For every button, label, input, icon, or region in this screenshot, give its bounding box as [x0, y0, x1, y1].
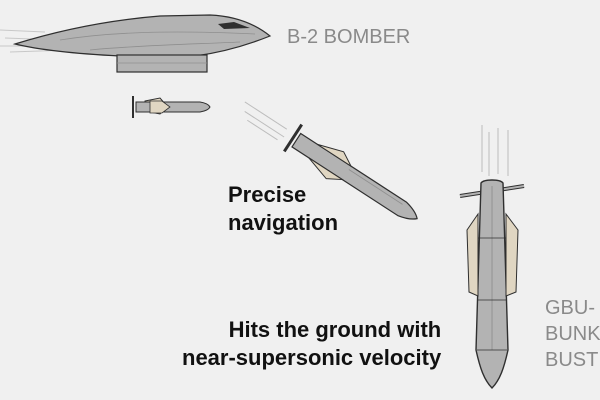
bunker-line-3: BUST [545, 349, 599, 371]
precise-line-1: Precise [228, 182, 307, 207]
b2-bomber-icon [0, 14, 272, 73]
bomber-body [12, 14, 272, 57]
bunker-buster-motion-lines [481, 125, 509, 176]
bunker-line-1: GBU- [545, 297, 595, 319]
bomber-pod [116, 54, 208, 73]
precise-navigation-label: Precise navigation [228, 181, 338, 237]
bomber-cockpit [218, 22, 250, 29]
bunker-line-2: BUNK [545, 323, 600, 345]
precise-line-2: navigation [228, 210, 339, 235]
bunker-buster-icon [459, 125, 525, 389]
bomber-label: B-2 BOMBER [287, 26, 411, 48]
hits-line-2: near-supersonic velocity [182, 345, 442, 370]
hits-ground-label: Hits the ground with near-supersonic vel… [182, 316, 441, 372]
hits-line-1: Hits the ground with [228, 317, 442, 342]
bunker-buster-label: GBU- BUNK BUST [545, 295, 600, 373]
guided-bomb-icon [244, 101, 418, 220]
released-bomb-icon [132, 96, 211, 118]
